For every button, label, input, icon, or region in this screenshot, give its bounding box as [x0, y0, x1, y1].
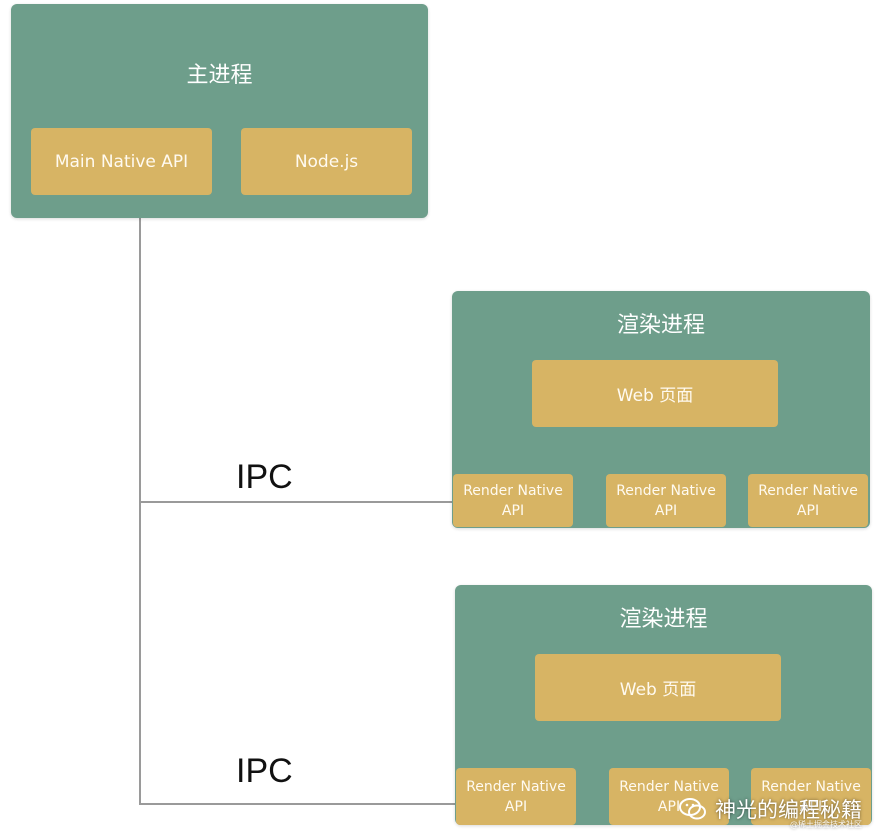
watermark-subtext: @稀土掘金技术社区 [790, 820, 862, 829]
render-native-api-line1: Render Native [619, 778, 719, 795]
main-vertical-connector [139, 218, 141, 805]
render-native-api-box: Render Native API [453, 474, 573, 527]
render-native-api-box: Render Native API [751, 768, 871, 825]
renderer-process-title-1: 渲染进程 [616, 313, 705, 338]
render-native-api-box: Render Native API [748, 474, 868, 527]
watermark: 神光的编程秘籍 @稀土掘金技术社区 [679, 794, 862, 829]
render-native-api-line2: API [501, 502, 525, 519]
render-native-api-line2: API [799, 798, 823, 815]
render-native-api-line1: Render Native [758, 482, 858, 499]
render-native-api-line1: Render Native [466, 778, 566, 795]
render-native-api-box: Render Native API [609, 768, 729, 825]
main-process-box: 主进程 Main Native API Node.js [11, 4, 428, 218]
render-native-api-line1: Render Native [761, 778, 861, 795]
render-native-api-line1: Render Native [463, 482, 563, 499]
render-native-api-box: Render Native API [606, 474, 726, 527]
render-native-api-line2: API [796, 502, 820, 519]
render-native-api-line1: Render Native [616, 482, 716, 499]
main-native-api-box: Main Native API [31, 128, 212, 195]
ipc-label-2: IPC [236, 752, 293, 790]
web-page-box-1: Web 页面 [532, 360, 778, 427]
ipc-label-1: IPC [236, 458, 293, 496]
renderer-process-title-2: 渲染进程 [619, 607, 708, 632]
renderer-process-box-1: 渲染进程 Web 页面 Render Native API Render Nat… [452, 291, 870, 528]
ipc-connector-1 [139, 501, 454, 503]
watermark-text: 神光的编程秘籍 [715, 798, 862, 822]
web-page-box-2: Web 页面 [535, 654, 781, 721]
main-process-title: 主进程 [186, 63, 253, 88]
wechat-icon [679, 798, 706, 820]
ipc-connector-2 [139, 803, 457, 805]
render-native-api-box: Render Native API [456, 768, 576, 825]
renderer-process-box-2: 渲染进程 Web 页面 Render Native API Render Nat… [455, 585, 872, 825]
render-native-api-line2: API [657, 798, 681, 815]
render-native-api-line2: API [504, 798, 528, 815]
render-native-api-line2: API [654, 502, 678, 519]
nodejs-box: Node.js [241, 128, 412, 195]
